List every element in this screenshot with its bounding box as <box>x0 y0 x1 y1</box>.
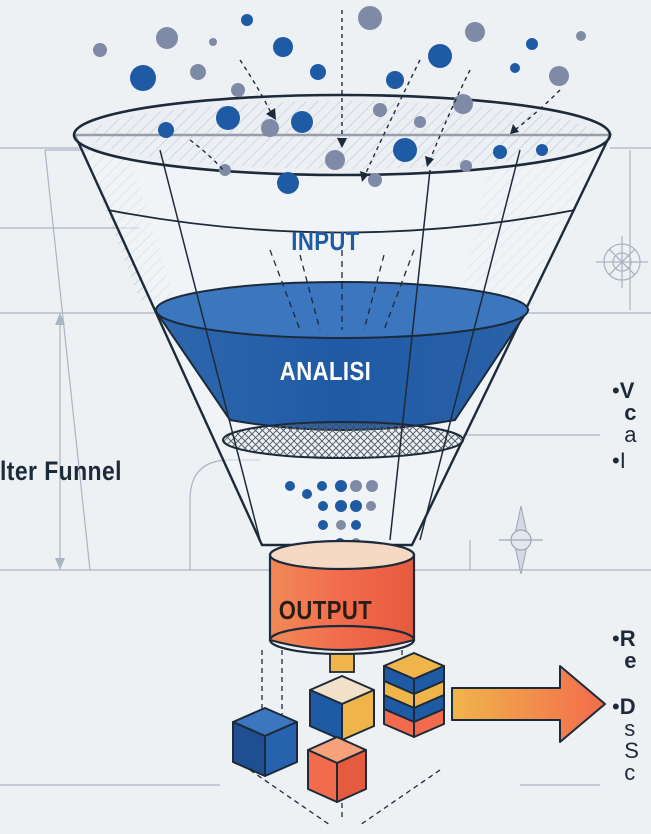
label-input: INPUT <box>291 226 360 256</box>
note-lower-2: •D s S c <box>612 696 639 784</box>
inflow-arrowheads <box>266 108 519 182</box>
funnel-title: lter Funnel <box>0 456 122 486</box>
bullet: • <box>612 378 620 403</box>
note-line: c <box>624 760 636 785</box>
label-analisi: ANALISI <box>279 356 372 386</box>
output-cylinder <box>268 539 416 673</box>
cube-center <box>309 675 375 741</box>
note-line: s <box>624 716 636 741</box>
output-arrow-icon <box>451 665 606 743</box>
note-line: e <box>624 648 637 673</box>
note-line: R <box>619 626 636 651</box>
note-line: c <box>624 400 637 425</box>
bullet: • <box>612 694 620 719</box>
note-line: I <box>619 448 626 473</box>
note-upper-2: •I <box>612 450 626 472</box>
funnel-body <box>72 93 612 547</box>
note-lower-1: •R e <box>612 628 636 672</box>
cube-left <box>232 707 298 777</box>
input-particles <box>93 6 586 194</box>
dimension-arrows <box>55 313 65 570</box>
note-line: S <box>624 738 639 763</box>
compass-icon <box>596 236 648 288</box>
bullet: • <box>612 448 620 473</box>
note-line: D <box>619 694 636 719</box>
note-line: V <box>619 378 635 403</box>
bullet: • <box>612 626 620 651</box>
cube-bottom <box>307 736 367 803</box>
note-line: a <box>624 422 637 447</box>
note-upper-1: •V c a <box>612 380 636 446</box>
inflow-arrows <box>189 10 561 176</box>
label-output: OUTPUT <box>278 595 373 625</box>
cube-stack <box>383 652 445 738</box>
compass-needle-icon <box>499 505 543 575</box>
